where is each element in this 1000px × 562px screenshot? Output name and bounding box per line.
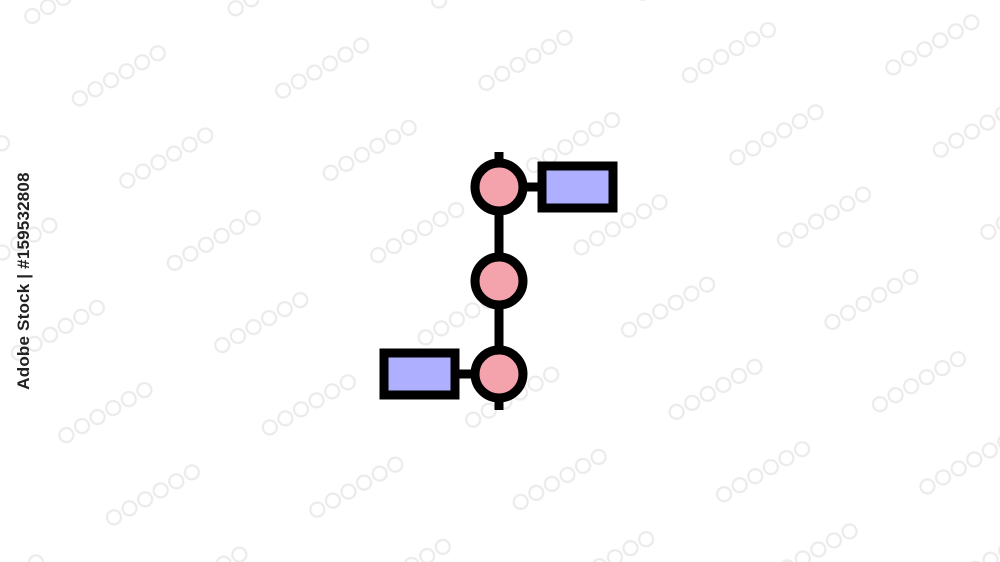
node-top — [470, 158, 528, 216]
tag-top — [537, 161, 618, 213]
stock-credit: Adobe Stock | #159532808 — [14, 172, 33, 390]
node-middle — [470, 252, 528, 310]
node-bottom — [470, 345, 528, 403]
tag-bottom — [379, 348, 460, 400]
